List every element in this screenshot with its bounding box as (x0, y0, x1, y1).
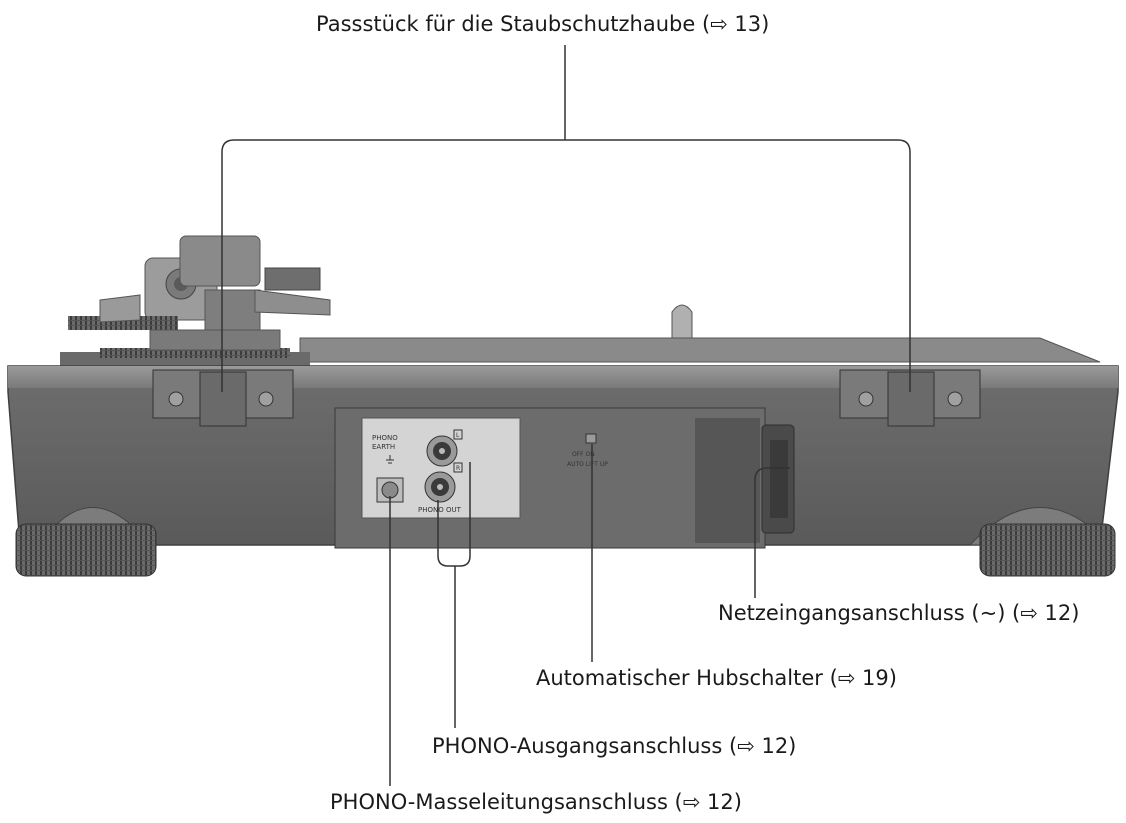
tonearm-base-ring (100, 348, 290, 358)
phono-out-label: PHONO OUT (418, 506, 462, 514)
leader-ac-inlet (754, 467, 790, 598)
leader-phono-out-bracket (437, 462, 471, 567)
earth-label-line2: EARTH (372, 443, 395, 451)
foot-left (15, 507, 157, 577)
phono-out-rca-left: L (426, 429, 463, 467)
callout-ac-in: Netzeingangsanschluss (∼) (⇨ 12) (718, 601, 1080, 625)
auto-lift-up-switch: OFF ON AUTO LIFT UP (567, 433, 608, 468)
channel-l-label: L (456, 432, 460, 439)
switch-state-label: OFF ON (572, 451, 595, 458)
leader-dust-bracket (221, 139, 911, 392)
rear-recess-shadow (695, 418, 760, 543)
tonearm-assembly (68, 235, 331, 351)
callout-auto-lift-switch: Automatischer Hubschalter (⇨ 19) (536, 666, 897, 690)
channel-r-label: R (456, 465, 460, 472)
phono-out-rca-right: R (424, 462, 463, 503)
leader-lines (221, 45, 911, 786)
switch-name-label: AUTO LIFT UP (567, 461, 608, 468)
callout-dust-cover-fitting: Passstück für die Staubschutzhaube (⇨ 13… (316, 12, 770, 36)
connector-panel (361, 417, 521, 519)
callout-phono-out: PHONO-Ausgangsanschluss (⇨ 12) (432, 734, 797, 758)
platter-top (299, 337, 1101, 363)
spindle (671, 304, 693, 339)
callout-phono-earth: PHONO-Masseleitungsanschluss (⇨ 12) (330, 790, 742, 814)
foot-right (968, 507, 1116, 577)
dust-cover-fitting-left (152, 369, 294, 427)
earth-label-line1: PHONO (372, 434, 398, 442)
